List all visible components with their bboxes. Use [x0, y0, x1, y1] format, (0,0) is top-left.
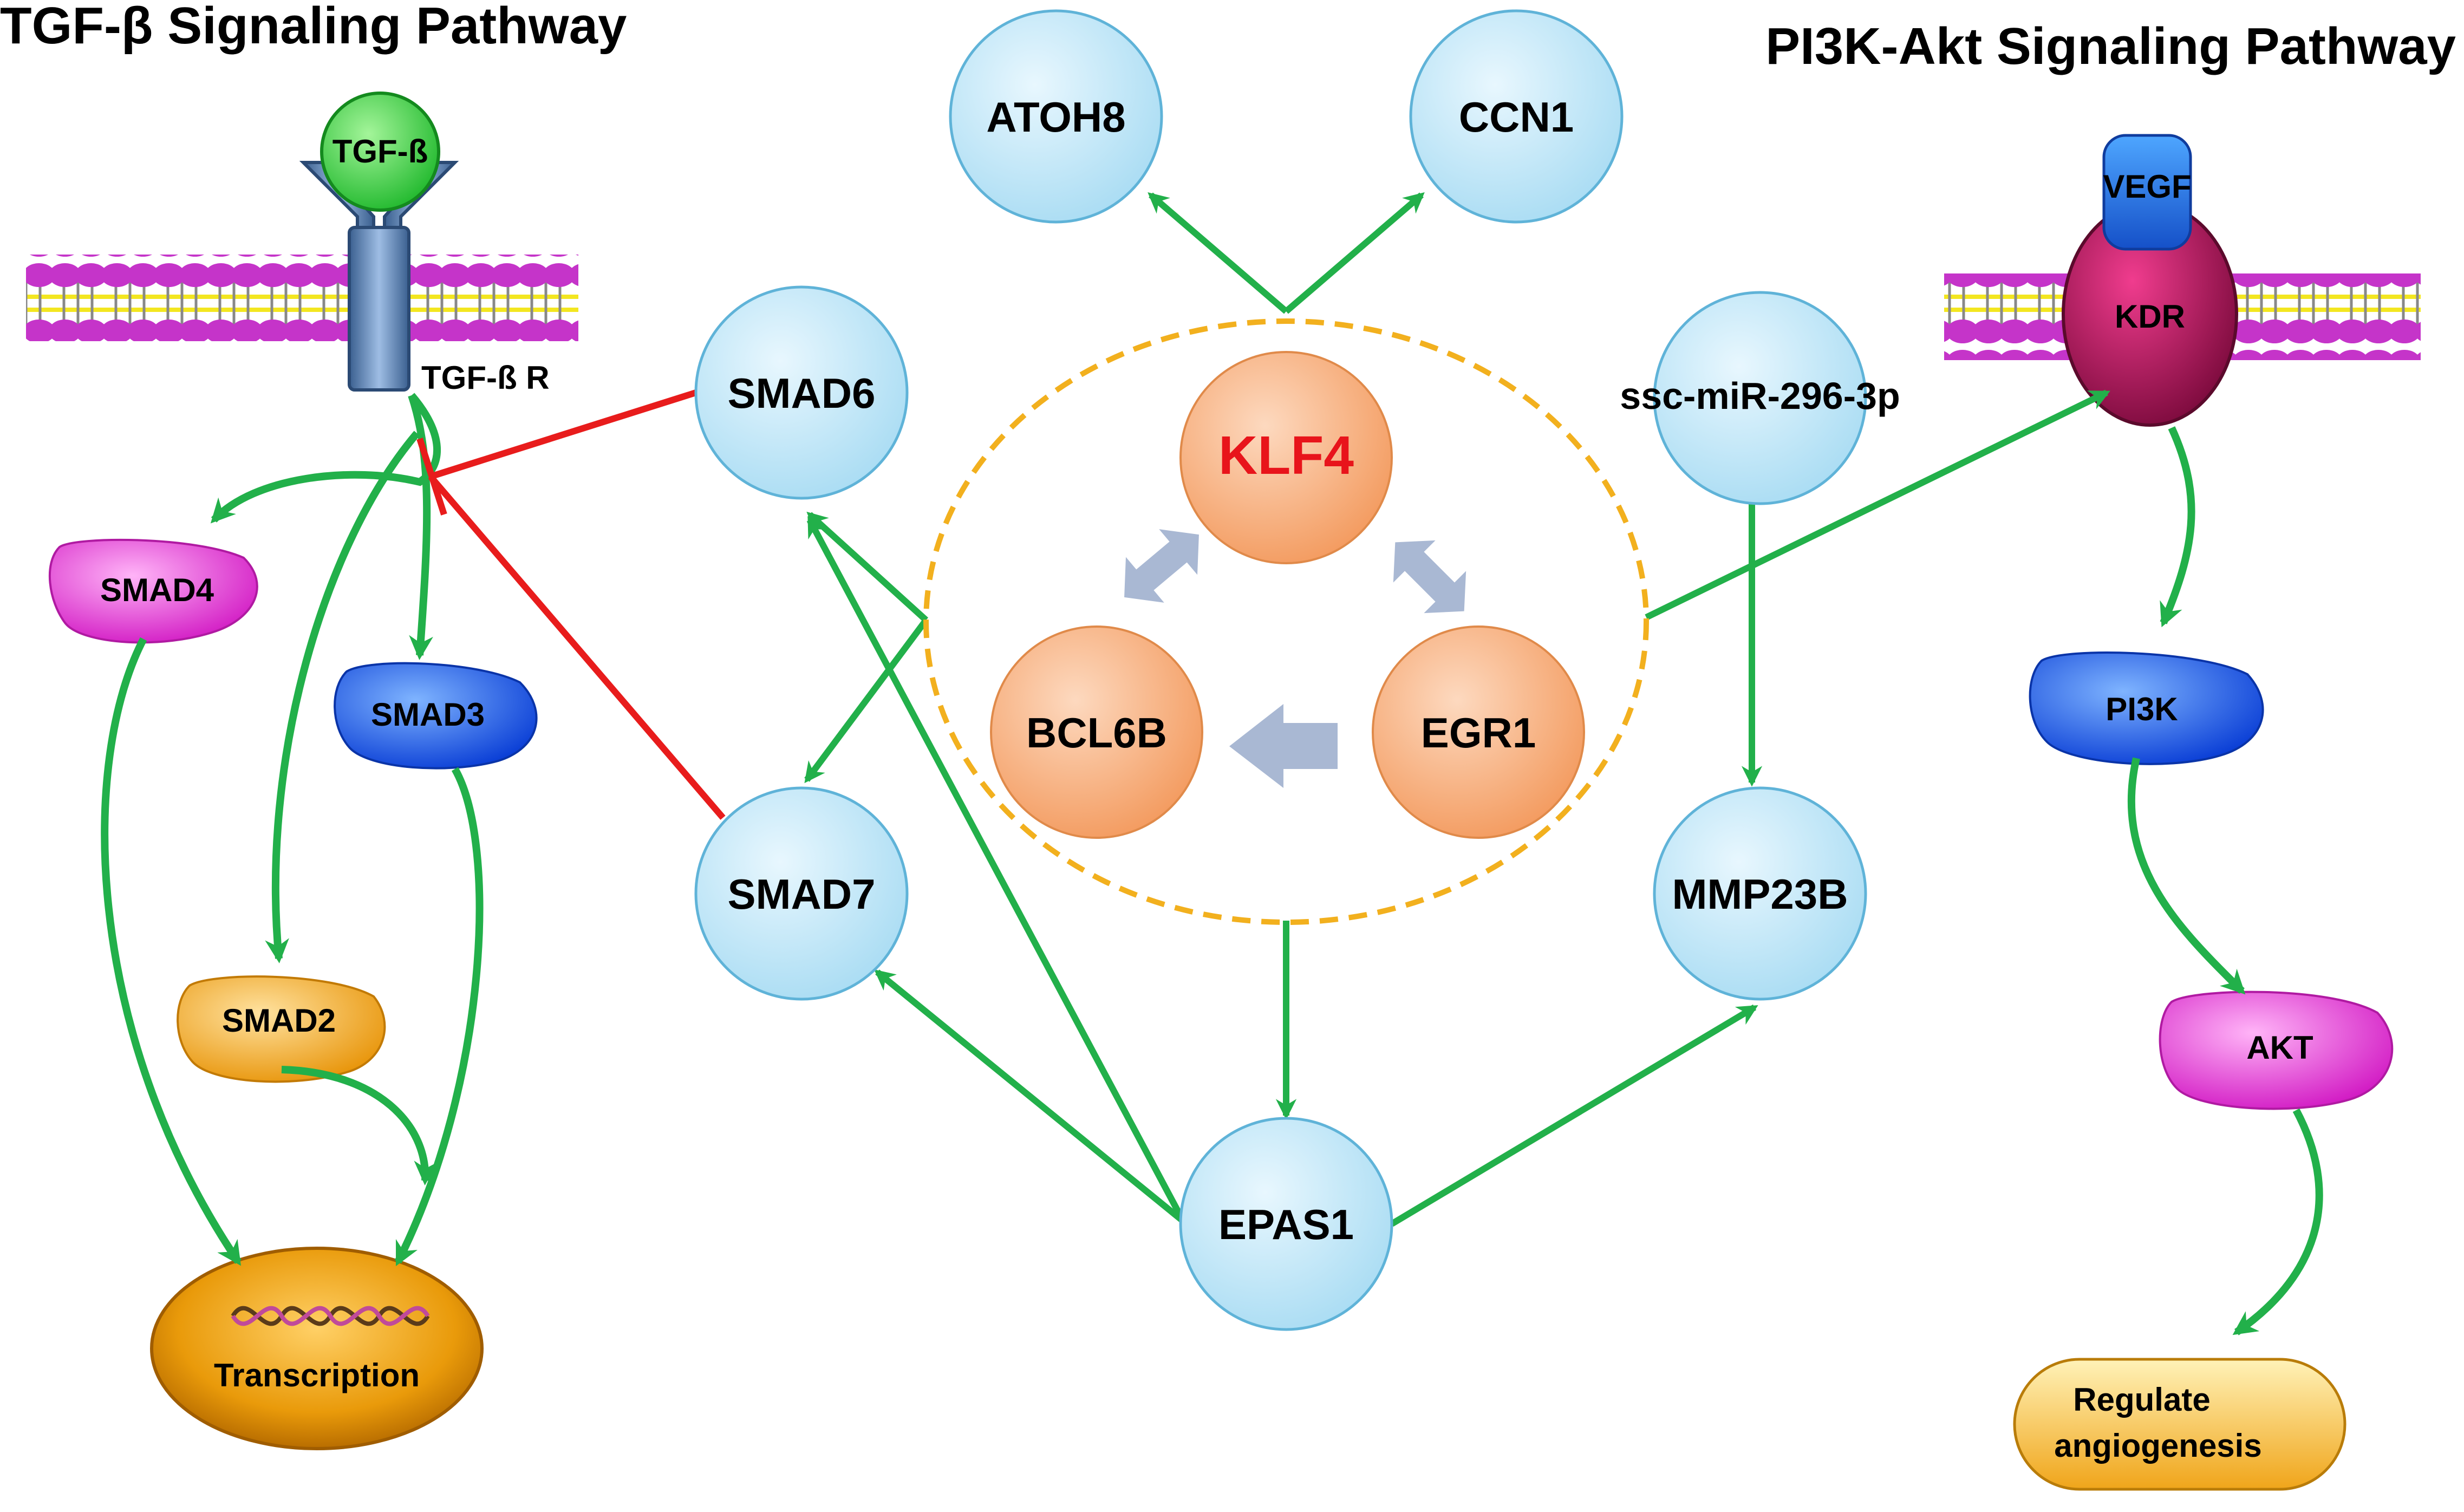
ccn1-label: CCN1 [1459, 93, 1574, 141]
arrow-receptor-to-smad3 [408, 394, 433, 660]
egr1-label: EGR1 [1421, 709, 1536, 757]
nucleus-transcription [150, 1247, 484, 1450]
mmp23b-node [1653, 786, 1867, 1001]
arrow-epas1-to-mmp23b [1390, 1004, 1758, 1227]
klf4-egr1-double-arrow [1393, 540, 1466, 614]
epas1-node [1179, 1117, 1393, 1331]
kdr-label: KDR [2115, 298, 2185, 335]
vegf-ligand [2102, 134, 2192, 251]
atoh8-label: ATOH8 [986, 93, 1125, 141]
tgf-ligand-label: TGF-ß [333, 133, 428, 170]
arrow-core-to-kdr [1645, 389, 2110, 621]
mmp23b-label: MMP23B [1672, 870, 1848, 918]
transcription-label: Transcription [214, 1357, 420, 1393]
arrow-kdr-to-pi3k [2160, 426, 2195, 628]
smad2-label: SMAD2 [222, 1002, 336, 1039]
core-interaction-arrows [1124, 529, 1466, 788]
arrow-smad2-to-transcription [281, 1066, 439, 1185]
arrow-epas1-to-smad7 [874, 969, 1185, 1224]
dna-icon [231, 1306, 430, 1326]
tgf-pathway: TGF-ß TGF-ß R SMAD4 SMAD3 SMAD2 Transcri… [26, 92, 578, 1450]
smad3-protein [334, 662, 538, 770]
inhibit-smad7-to-receptor [428, 474, 726, 820]
smad7-label: SMAD7 [727, 870, 875, 918]
arrow-akt-to-outcome [2232, 1108, 2323, 1335]
inhibition-bar [416, 438, 447, 516]
arrow-receptor-to-smad4 [210, 393, 441, 524]
arrow-smad3-to-transcription [394, 767, 484, 1267]
tgf-ligand [320, 92, 440, 212]
pi3k-label: PI3K [2106, 691, 2178, 727]
pi3k-pathway: KDR VEGF PI3K AKT Regulate angiogenesis [1944, 134, 2421, 1491]
vegf-label: VEGF [2103, 168, 2191, 205]
bcl6b-node [990, 625, 1203, 839]
akt-label: AKT [2246, 1029, 2313, 1066]
klf4-node [1179, 351, 1393, 564]
smad7-node [694, 786, 909, 1001]
inhibition-lines [416, 389, 726, 820]
mirna-label: ssc-miR-296-3p [1620, 375, 1900, 417]
tgf-receptor-label: TGF-ß R [421, 360, 550, 396]
angiogenesis-outcome [2013, 1358, 2346, 1491]
egr1-node [1372, 625, 1585, 839]
tgf-pathway-title: TGF-β Signaling Pathway [0, 0, 627, 55]
akt-protein [2159, 990, 2394, 1110]
core-module-boundary [923, 318, 1649, 925]
arrow-pi3k-to-akt [2127, 757, 2246, 995]
egr1-to-bcl6b-arrow [1229, 704, 1338, 788]
atoh8-node [949, 9, 1163, 224]
ccn1-node [1409, 9, 1624, 224]
center-activation-arrows [804, 192, 2110, 1227]
inhibit-smad6-to-receptor [429, 389, 697, 480]
pi3k-protein [2029, 651, 2264, 765]
tgf-receptor [299, 161, 459, 392]
cell-membrane-left [26, 255, 578, 341]
arrow-core-to-smad6 [806, 511, 929, 623]
outcome-line2: angiogenesis [2054, 1428, 2261, 1464]
arrow-core-to-atoh8 [1148, 192, 1288, 314]
smad4-label: SMAD4 [100, 572, 214, 608]
smad6-node [694, 285, 909, 500]
bcl6b-label: BCL6B [1026, 709, 1167, 757]
arrow-core-to-ccn1 [1284, 192, 1425, 314]
klf4-label: KLF4 [1218, 425, 1354, 486]
epas1-label: EPAS1 [1218, 1201, 1354, 1248]
smad4-protein [48, 538, 258, 644]
pi3k-pathway-title: PI3K-Akt Signaling Pathway [1765, 17, 2456, 75]
arrow-epas1-to-smad6 [806, 516, 1187, 1223]
arrow-receptor-to-smad2 [265, 431, 420, 963]
smad2-protein [177, 975, 386, 1083]
arrow-smad4-to-transcription [101, 637, 242, 1266]
klf4-bcl6b-double-arrow [1124, 529, 1199, 603]
outcome-line1: Regulate [2073, 1381, 2210, 1418]
arrow-core-to-smad7 [804, 618, 929, 784]
mirna-node [1653, 291, 1867, 505]
smad3-label: SMAD3 [371, 696, 485, 733]
smad6-label: SMAD6 [727, 369, 875, 417]
